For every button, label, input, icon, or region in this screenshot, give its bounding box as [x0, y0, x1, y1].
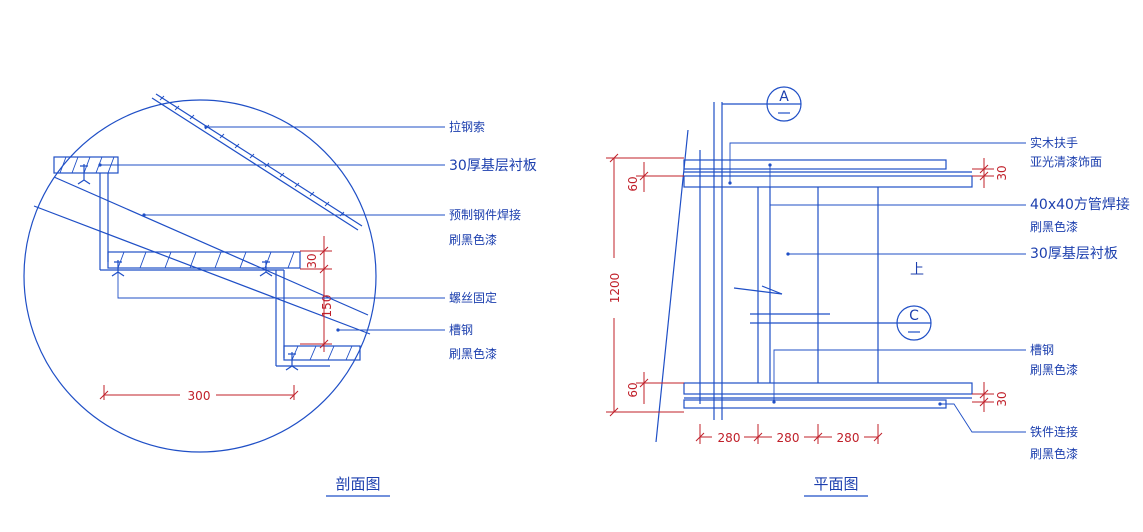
dim-tread-width: 300	[188, 389, 211, 403]
dim-top-offset-text: 60	[626, 176, 640, 191]
lower-tread	[276, 345, 361, 367]
section-view: 30 150 300	[23, 93, 445, 453]
label-plan-channel-1: 槽钢	[1030, 343, 1054, 357]
tension-cable	[151, 93, 363, 231]
plan-title: 平面图	[813, 475, 858, 493]
dim-total-width-text: 1200	[608, 273, 622, 304]
dim-bottom-offset-text: 60	[626, 382, 640, 397]
plan-view: A C 1200 60	[606, 86, 1026, 445]
label-iron-connector-1: 铁件连接	[1030, 424, 1078, 439]
marker-a-letter: A	[779, 89, 789, 105]
tube-lines	[757, 187, 879, 383]
label-up: 上	[910, 262, 924, 278]
dim-top-offset	[636, 162, 684, 192]
label-handrail-2: 亚光清漆饰面	[1030, 155, 1102, 169]
label-embedded-steel-2: 刷黑色漆	[449, 233, 497, 247]
label-square-tube-2: 刷黑色漆	[1030, 220, 1078, 234]
label-screw-fix: 螺丝固定	[449, 290, 497, 305]
wall-line	[655, 129, 689, 443]
section-leaders	[98, 125, 445, 332]
dim-top-thickness-text: 30	[995, 165, 1009, 180]
bottom-handrail	[683, 382, 973, 409]
dim-spacing-1: 280	[718, 431, 741, 445]
label-channel-steel-1: 槽钢	[449, 323, 473, 337]
marker-a	[722, 86, 802, 122]
dim-riser	[300, 236, 332, 352]
label-channel-steel-2: 刷黑色漆	[449, 347, 497, 361]
label-plan-channel-2: 刷黑色漆	[1030, 363, 1078, 377]
dim-spacing-3: 280	[837, 431, 860, 445]
label-square-tube-1: 40x40方管焊接	[1030, 196, 1130, 213]
top-handrail	[683, 159, 973, 188]
dim-tread	[99, 385, 299, 400]
label-handrail-1: 实木扶手	[1030, 135, 1078, 150]
dim-riser-height: 150	[320, 295, 334, 318]
marker-c	[750, 305, 932, 341]
dim-total-width	[606, 153, 684, 417]
label-iron-connector-2: 刷黑色漆	[1030, 447, 1078, 461]
up-arrow-icon	[733, 285, 783, 295]
dim-thickness: 30	[305, 253, 319, 268]
plan-leaders	[728, 142, 1026, 433]
dim-bottom-offset	[636, 372, 684, 404]
screw-icon	[77, 164, 299, 371]
dim-top-thickness	[972, 158, 994, 188]
dim-spacing	[695, 424, 883, 444]
dim-bottom-thickness	[972, 382, 994, 412]
section-title: 剖面图	[335, 475, 380, 493]
label-tension-cable: 拉钢索	[449, 119, 485, 134]
label-plan-base-board: 30厚基层衬板	[1030, 245, 1118, 262]
label-embedded-steel-1: 预制钢件焊接	[449, 207, 521, 222]
marker-c-letter: C	[909, 308, 919, 324]
middle-tread	[100, 251, 301, 366]
detail-circle	[23, 99, 377, 453]
dim-bottom-thickness-text: 30	[995, 391, 1009, 406]
dim-spacing-2: 280	[777, 431, 800, 445]
label-base-board: 30厚基层衬板	[449, 157, 537, 174]
